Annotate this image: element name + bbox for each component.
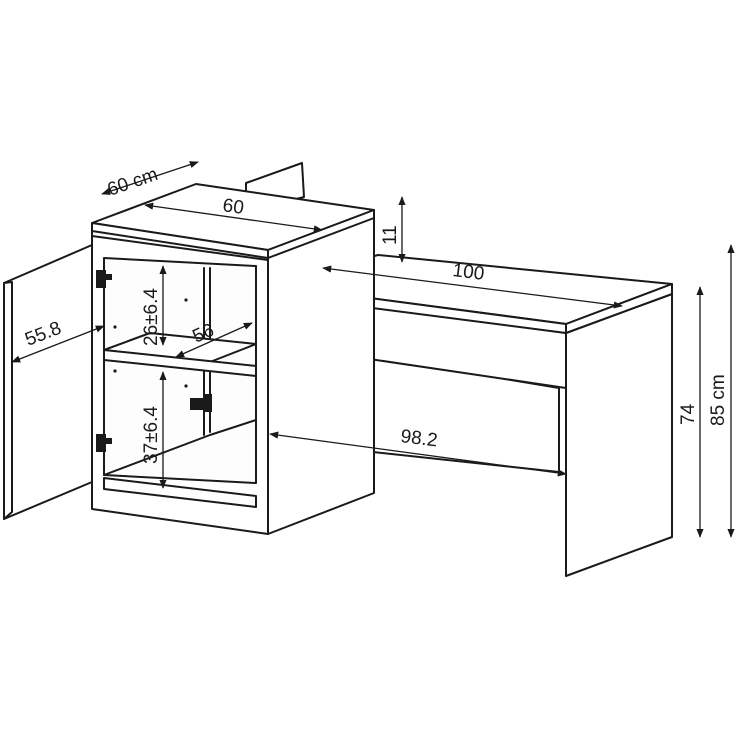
hinge-icon	[190, 394, 212, 412]
label-desk-inner-width: 98.2	[399, 426, 438, 451]
door-panel	[3, 244, 93, 520]
dimension-lines	[11, 161, 735, 538]
label-shelf-upper: 26±6.4	[141, 288, 162, 346]
cabinet-plinth	[103, 477, 257, 508]
label-unit-depth: 60 cm	[105, 164, 161, 201]
shelf-pin	[184, 384, 188, 388]
label-top-thickness: 11	[380, 225, 401, 245]
label-desk-height: 74	[678, 403, 699, 425]
shelf-pin	[113, 325, 117, 329]
hinge-icon	[96, 434, 112, 452]
cabinet-top-side-edge	[267, 209, 375, 259]
door-edge	[3, 281, 13, 520]
label-cabinet-width: 60	[221, 195, 245, 219]
label-total-height: 85 cm	[708, 374, 729, 426]
dim-line-shelf-depth	[175, 322, 253, 358]
cabinet-interior	[103, 257, 257, 484]
hinge-icon	[96, 270, 112, 288]
dim-line-door-width	[11, 325, 105, 363]
dim-line-desk-inner-width	[269, 431, 567, 477]
cabinet	[91, 183, 375, 535]
dim-line-cabinet-width	[144, 202, 323, 233]
dim-line-unit-depth	[101, 161, 199, 195]
label-desk-width: 100	[451, 260, 485, 285]
cabinet-floor-back	[103, 419, 257, 476]
shelf-pin	[113, 369, 117, 373]
dim-line-desk-width	[322, 265, 623, 309]
desk-right-leg	[565, 293, 673, 577]
cabinet-right-side	[267, 214, 375, 535]
cabinet-door	[3, 244, 93, 520]
label-shelf-lower: 37±6.4	[141, 406, 162, 464]
shelf-pin	[184, 298, 188, 302]
